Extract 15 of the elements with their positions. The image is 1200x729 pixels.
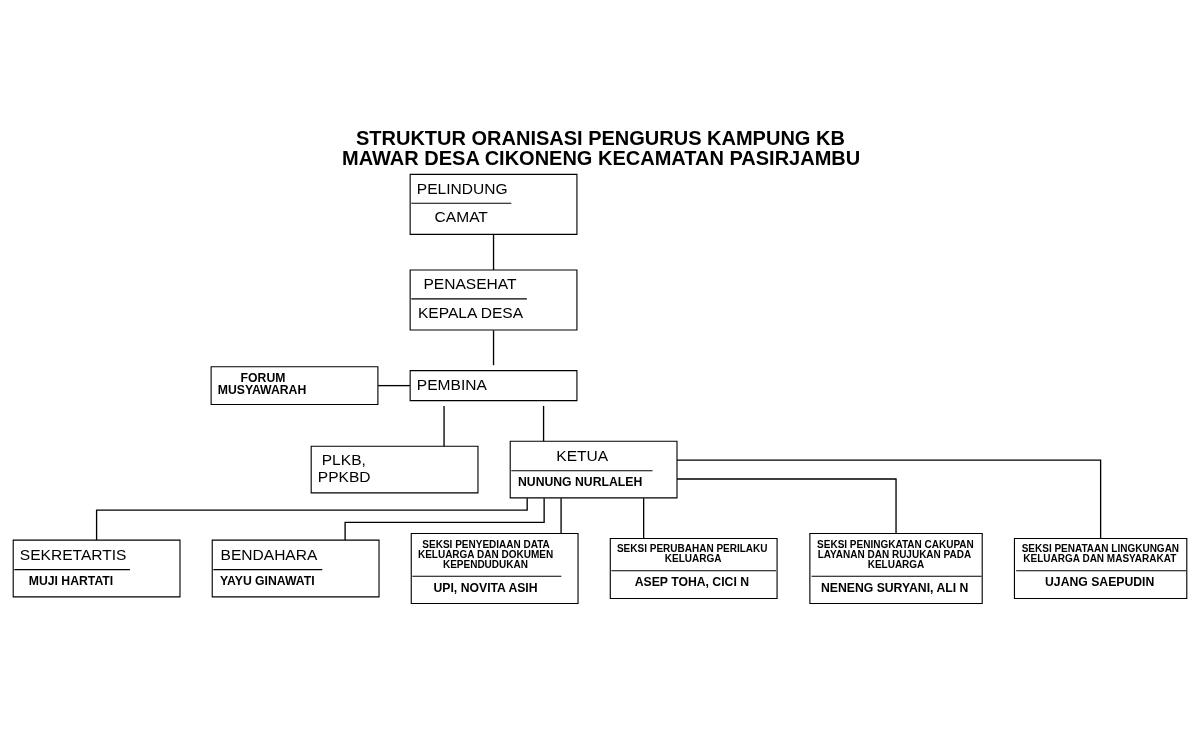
connector	[560, 497, 562, 534]
connector	[95, 497, 528, 541]
connector	[344, 497, 545, 541]
connector	[443, 405, 445, 447]
connector	[492, 233, 495, 271]
connector	[676, 459, 1102, 539]
node-box: PEMBINA	[409, 370, 578, 402]
connector	[676, 478, 897, 534]
node-box: PLKB, PPKBD	[310, 445, 479, 494]
diagram-title: STRUKTUR ORANISASI PENGURUS KAMPUNG KB MAWAR DESA CIKONENG KECAMATAN PASIRJAMBU	[342, 126, 861, 169]
connector	[642, 497, 645, 539]
node-box: FORUM MUSYAWARAH	[210, 366, 379, 406]
connector	[492, 329, 495, 366]
connector	[542, 405, 545, 442]
connector	[377, 384, 411, 387]
